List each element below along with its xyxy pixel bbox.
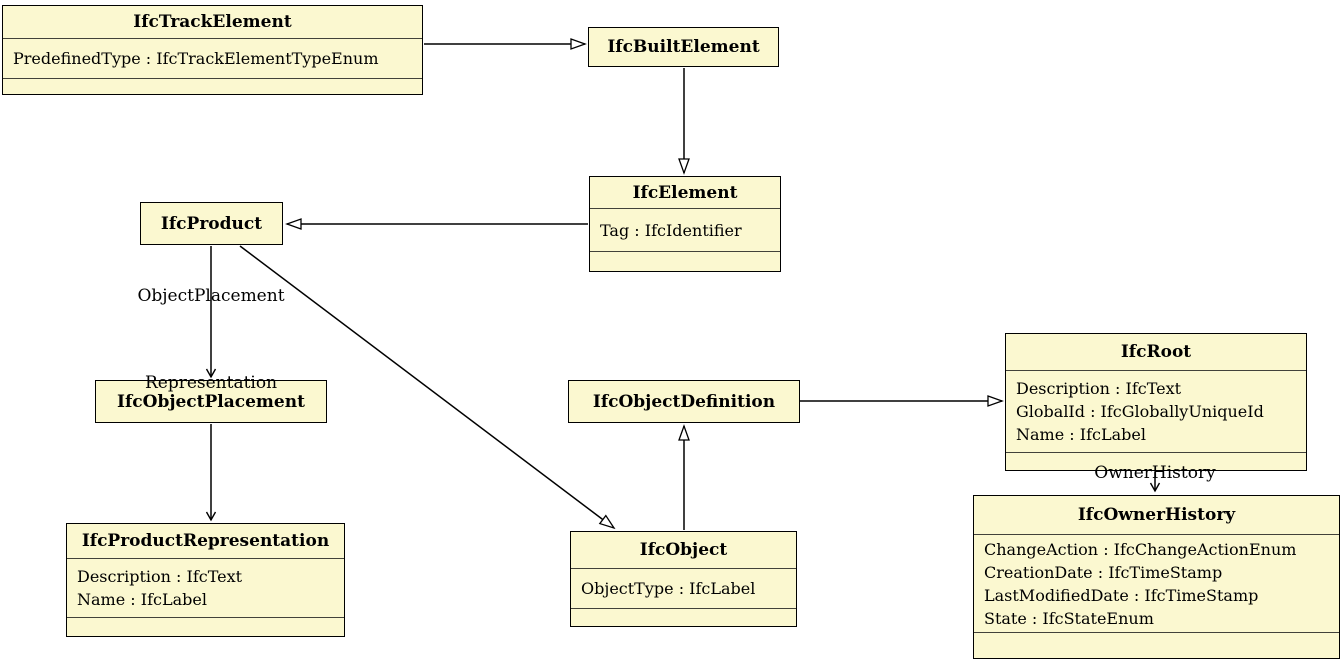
- class-ifcobject[interactable]: IfcObject ObjectType : IfcLabel: [570, 531, 797, 627]
- class-title: IfcProductRepresentation: [81, 531, 330, 551]
- class-attribute: State : IfcStateEnum: [984, 608, 1154, 628]
- class-operations-empty: [67, 617, 344, 636]
- class-attributes: Description : IfcText Name : IfcLabel: [67, 558, 344, 617]
- class-attribute: GlobalId : IfcGloballyUniqueId: [1016, 402, 1264, 421]
- class-title: IfcObjectDefinition: [592, 391, 776, 412]
- class-ifcownerhistory[interactable]: IfcOwnerHistory ChangeAction : IfcChange…: [973, 495, 1340, 659]
- edge-product-object: [239, 245, 616, 530]
- class-title: IfcObjectPlacement: [117, 391, 305, 412]
- class-title: IfcObject: [639, 540, 728, 560]
- class-attribute: Name : IfcLabel: [77, 590, 207, 609]
- class-operations-empty: [571, 608, 796, 626]
- class-title: IfcOwnerHistory: [1077, 505, 1236, 525]
- edge-label-representation: Representation: [144, 373, 278, 393]
- class-attribute: Description : IfcText: [77, 567, 243, 586]
- class-title: IfcProduct: [160, 213, 263, 234]
- class-attributes: ObjectType : IfcLabel: [571, 568, 796, 608]
- class-attribute: LastModifiedDate : IfcTimeStamp: [984, 585, 1259, 605]
- class-ifctrackelement[interactable]: IfcTrackElement PredefinedType : IfcTrac…: [2, 5, 423, 95]
- class-attributes: PredefinedType : IfcTrackElementTypeEnum: [3, 38, 422, 78]
- class-attribute: ObjectType : IfcLabel: [581, 579, 756, 598]
- class-attribute: Name : IfcLabel: [1016, 425, 1146, 444]
- class-attribute: CreationDate : IfcTimeStamp: [984, 562, 1223, 582]
- edge-label-ownerhistory: OwnerHistory: [1094, 463, 1216, 483]
- class-operations-empty: [3, 78, 422, 94]
- class-title: IfcBuiltElement: [607, 37, 760, 57]
- class-title: IfcRoot: [1120, 342, 1192, 362]
- class-ifcproductrepresentation[interactable]: IfcProductRepresentation Description : I…: [66, 523, 345, 637]
- class-attribute: ChangeAction : IfcChangeActionEnum: [984, 539, 1297, 559]
- class-attribute: PredefinedType : IfcTrackElementTypeEnum: [13, 49, 379, 68]
- class-attribute: Description : IfcText: [1016, 379, 1182, 398]
- edge-label-objectplacement: ObjectPlacement: [137, 286, 285, 306]
- class-ifcelement[interactable]: IfcElement Tag : IfcIdentifier: [589, 176, 781, 272]
- class-ifcbuiltelement[interactable]: IfcBuiltElement: [588, 27, 779, 67]
- class-attribute: Tag : IfcIdentifier: [600, 220, 742, 240]
- class-operations-empty: [974, 632, 1339, 658]
- class-ifcroot[interactable]: IfcRoot Description : IfcText GlobalId :…: [1005, 333, 1307, 471]
- class-operations-empty: [1006, 452, 1306, 470]
- class-title: IfcElement: [632, 182, 738, 203]
- class-attributes: Description : IfcText GlobalId : IfcGlob…: [1006, 370, 1306, 452]
- class-title: IfcTrackElement: [133, 12, 292, 32]
- class-operations-empty: [590, 251, 780, 271]
- class-attributes: ChangeAction : IfcChangeActionEnum Creat…: [974, 534, 1339, 632]
- class-ifcobjectplacement[interactable]: IfcObjectPlacement: [95, 380, 327, 423]
- class-ifcobjectdefinition[interactable]: IfcObjectDefinition: [568, 380, 800, 423]
- class-ifcproduct[interactable]: IfcProduct: [140, 202, 283, 245]
- class-attributes: Tag : IfcIdentifier: [590, 208, 780, 251]
